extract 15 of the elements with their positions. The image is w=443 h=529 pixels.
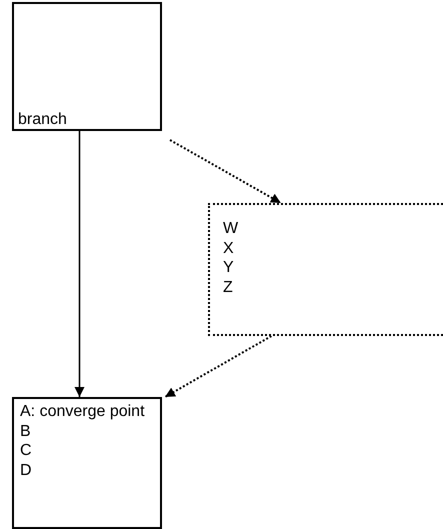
node-text: A: converge point <box>20 402 145 422</box>
node-text: C <box>20 441 32 460</box>
arrow <box>74 131 84 397</box>
node-text: X <box>223 238 234 258</box>
node-text: W <box>223 219 238 238</box>
node-text: Z <box>223 278 233 297</box>
node-text: Y <box>223 258 234 278</box>
dotted-box <box>208 203 443 336</box>
process-box <box>12 397 162 529</box>
arrow <box>170 139 282 204</box>
arrow <box>164 335 272 398</box>
process-box <box>12 2 162 131</box>
node-text: D <box>20 460 32 480</box>
node-text: branch <box>18 110 67 130</box>
node-text: B <box>20 422 31 441</box>
